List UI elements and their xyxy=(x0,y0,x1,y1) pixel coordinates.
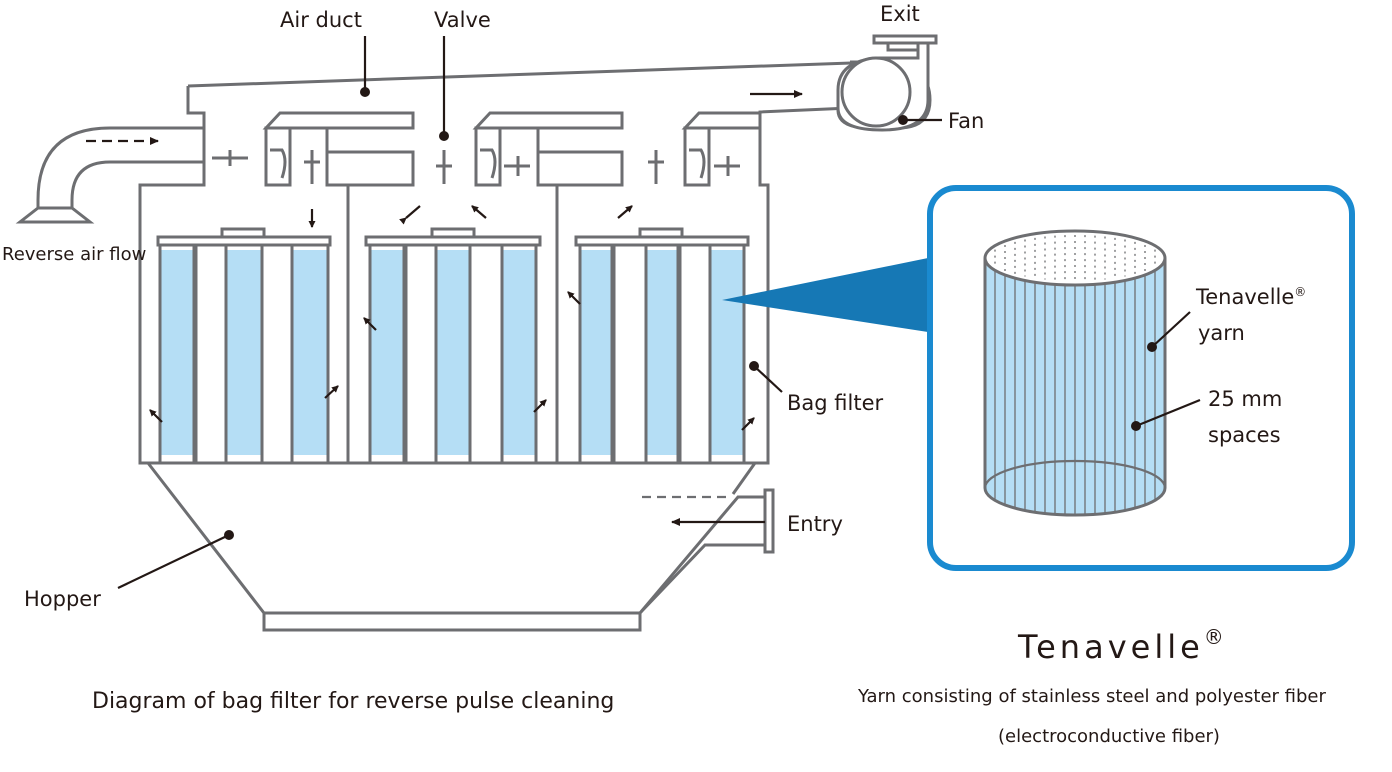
brand-description-line1: Yarn consisting of stainless steel and p… xyxy=(857,686,1326,707)
reverse-air-inlet xyxy=(15,126,204,224)
label-yarn: yarn xyxy=(1198,321,1245,345)
hopper xyxy=(146,462,775,632)
tenavelle-inset: Tenavelle® yarn 25 mm spaces xyxy=(927,185,1355,571)
bag-filter-group-2 xyxy=(364,227,542,465)
label-spacing: 25 mm xyxy=(1208,387,1282,411)
label-bag-filter: Bag filter xyxy=(787,391,883,415)
zoom-beam xyxy=(722,258,928,332)
brand-name: Tenavelle® xyxy=(1017,625,1228,666)
diagram-caption: Diagram of bag filter for reverse pulse … xyxy=(92,689,614,714)
label-air-duct: Air duct xyxy=(280,8,362,32)
label-exit: Exit xyxy=(880,2,920,26)
fan xyxy=(836,34,938,132)
label-tenavelle-yarn: Tenavelle® xyxy=(1195,285,1306,309)
valve-housing-3 xyxy=(681,111,762,187)
bag-filter-group-3 xyxy=(574,227,750,465)
valve-symbols xyxy=(212,150,740,184)
leader-lines xyxy=(117,36,942,589)
air-duct xyxy=(138,60,881,465)
label-spaces: spaces xyxy=(1208,423,1281,447)
flow-arrows xyxy=(86,90,803,526)
label-reverse-air-flow: Reverse air flow xyxy=(2,244,146,265)
label-fan: Fan xyxy=(948,109,984,133)
yarn-cylinder xyxy=(983,229,1167,517)
bag-filter-group-1 xyxy=(156,227,332,465)
label-hopper: Hopper xyxy=(24,587,101,611)
label-valve: Valve xyxy=(434,8,491,32)
label-entry: Entry xyxy=(787,512,843,536)
valve-housing-1 xyxy=(262,111,415,187)
valve-housing-2 xyxy=(472,111,624,187)
brand-description-line2: (electroconductive fiber) xyxy=(998,726,1220,747)
